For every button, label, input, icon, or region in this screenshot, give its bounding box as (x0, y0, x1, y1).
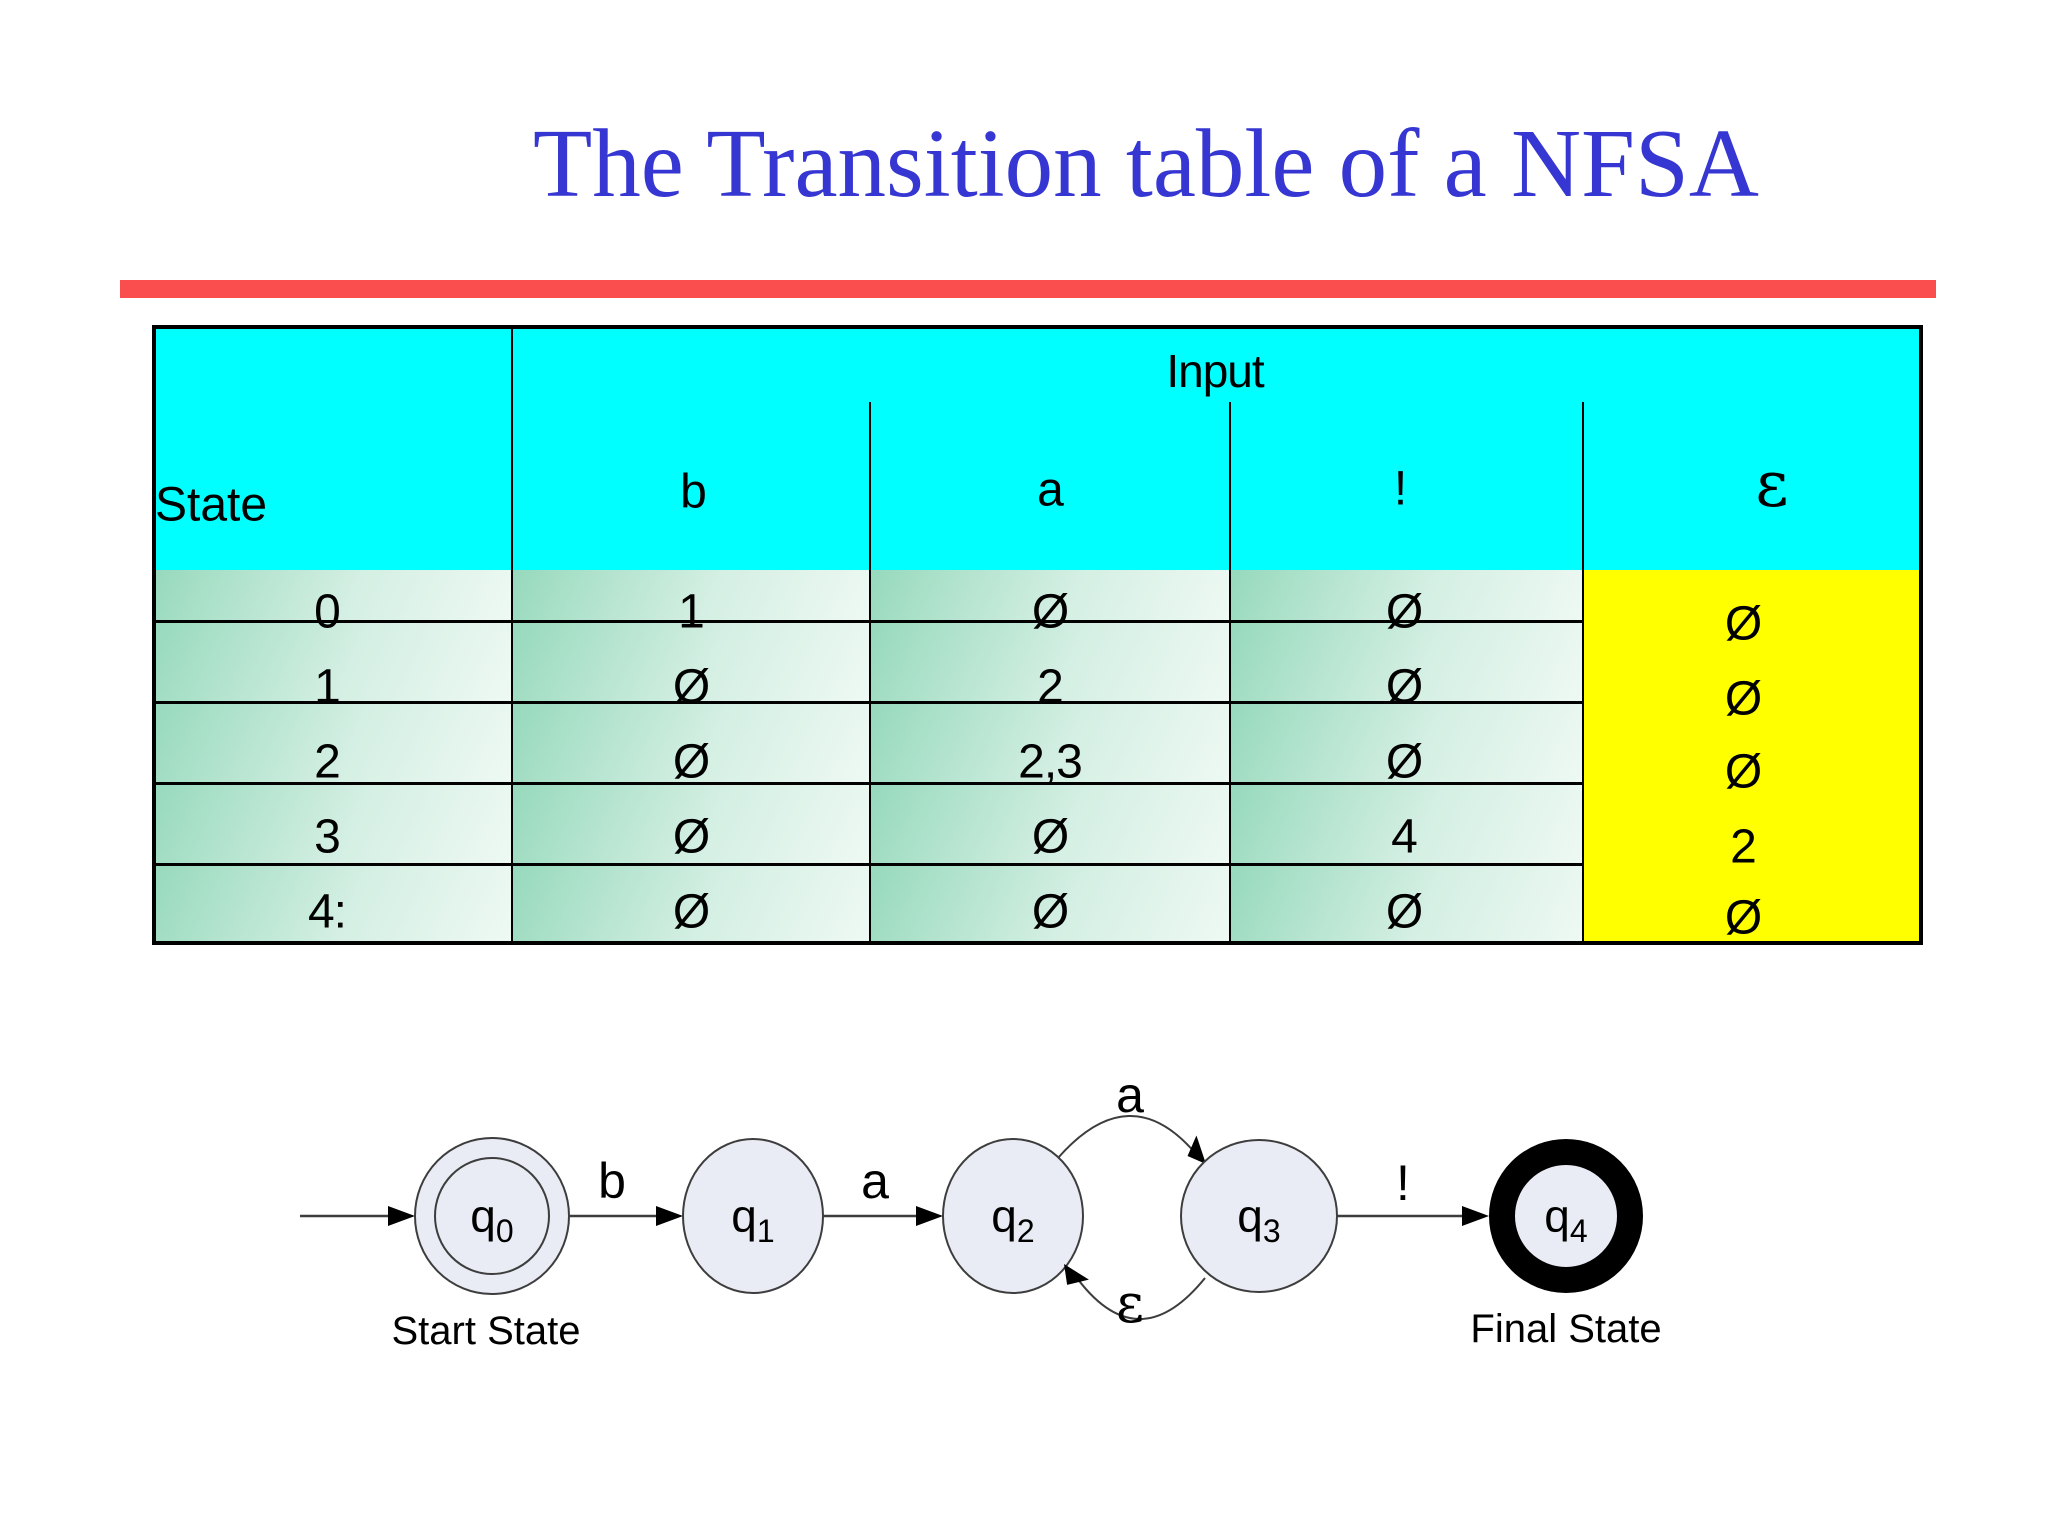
value-cell: Ø (672, 735, 710, 789)
cell-bg (512, 620, 870, 701)
state-q0-inner-circle (434, 1157, 550, 1275)
input-group-header: Input (1166, 345, 1264, 397)
state-q0-label: q0 (470, 1190, 513, 1249)
cell-bg (152, 620, 512, 701)
table-header-background (152, 325, 1923, 570)
column-header-a: a (1037, 463, 1064, 517)
start-state-caption: Start State (392, 1309, 581, 1353)
cell-bg (1230, 701, 1583, 782)
state-q2-circle (942, 1138, 1084, 1294)
state-cell: 2 (314, 735, 341, 789)
column-divider (1582, 402, 1584, 941)
cell-bg (1230, 570, 1583, 620)
cell-bg (512, 863, 870, 941)
state-q4-final-ring (1489, 1139, 1643, 1293)
edge-q0-q1-arrowhead-icon (656, 1206, 683, 1226)
value-cell: 2,3 (1018, 735, 1083, 789)
state-q2-label: q2 (991, 1190, 1034, 1249)
value-cell: 2 (1730, 820, 1757, 874)
epsilon-column-background (1583, 570, 1923, 945)
cell-bg (512, 570, 870, 620)
state-cell: 0 (314, 585, 341, 639)
value-cell: Ø (672, 660, 710, 714)
column-divider (869, 402, 871, 941)
state-q1-label: q1 (731, 1190, 774, 1249)
red-divider (120, 280, 1936, 298)
edge-q3-q2-label: ε (1116, 1272, 1144, 1335)
value-cell: Ø (672, 885, 710, 939)
start-arrowhead-icon (388, 1206, 415, 1226)
edge-q0-q1-label: b (598, 1153, 626, 1209)
value-cell: 2 (1037, 660, 1064, 714)
edge-q2-q3-arc (1057, 1115, 1197, 1159)
cell-bg (870, 863, 1230, 941)
column-header-b: b (680, 465, 707, 519)
final-state-caption: Final State (1470, 1307, 1661, 1351)
state-q4-label: q4 (1544, 1190, 1587, 1249)
column-header-bang: ! (1393, 462, 1407, 516)
edge-q2-q3-label: a (1116, 1067, 1144, 1123)
value-cell: Ø (1385, 660, 1423, 714)
slide-title: The Transition table of a NFSA (533, 110, 1759, 217)
cell-bg (870, 620, 1230, 701)
cell-bg (1230, 782, 1583, 863)
row-divider (152, 620, 1583, 623)
value-cell: Ø (1724, 672, 1762, 726)
value-cell: Ø (1031, 585, 1069, 639)
value-cell: Ø (1385, 735, 1423, 789)
value-cell: Ø (1031, 885, 1069, 939)
row-divider (152, 863, 1583, 866)
row-divider (152, 701, 1583, 704)
cell-bg (152, 782, 512, 863)
value-cell: Ø (1724, 745, 1762, 799)
cell-bg (512, 701, 870, 782)
cell-bg (870, 701, 1230, 782)
cell-bg (1230, 863, 1583, 941)
edge-q1-q2-arrowhead-icon (916, 1206, 943, 1226)
transition-table: Input State b a ! ε 0 1 2 3 4: 1 Ø Ø Ø Ø… (152, 325, 1923, 945)
value-cell: 4 (1391, 810, 1418, 864)
value-cell: Ø (1724, 597, 1762, 651)
column-divider (1229, 402, 1231, 941)
edge-q3-q4-label: ! (1396, 1155, 1410, 1211)
value-cell: Ø (1385, 585, 1423, 639)
edge-q3-q2-arrowhead-icon (1064, 1264, 1089, 1285)
state-column-header: State (155, 478, 268, 532)
cell-bg (870, 570, 1230, 620)
cell-bg (152, 701, 512, 782)
row-divider (152, 782, 1583, 785)
state-cell: 3 (314, 810, 341, 864)
cell-bg (1230, 620, 1583, 701)
state-cell: 1 (314, 660, 341, 714)
edge-q3-q4-arrowhead-icon (1462, 1206, 1489, 1226)
cell-bg (870, 782, 1230, 863)
column-header-epsilon: ε (1755, 448, 1789, 522)
cell-bg (152, 570, 512, 620)
value-cell: Ø (1724, 891, 1762, 945)
state-q3-label: q3 (1237, 1190, 1280, 1249)
value-cell: Ø (1031, 810, 1069, 864)
state-cell: 4: (307, 885, 347, 939)
cell-bg (152, 863, 512, 941)
edge-q1-q2-label: a (861, 1153, 889, 1209)
edge-q2-q3-arrowhead-icon (1187, 1135, 1206, 1164)
value-cell: Ø (1385, 885, 1423, 939)
value-cell: 1 (678, 585, 705, 639)
column-divider (511, 325, 513, 941)
edge-q3-q2-arc (1073, 1273, 1206, 1320)
cell-bg (512, 782, 870, 863)
value-cell: Ø (672, 810, 710, 864)
